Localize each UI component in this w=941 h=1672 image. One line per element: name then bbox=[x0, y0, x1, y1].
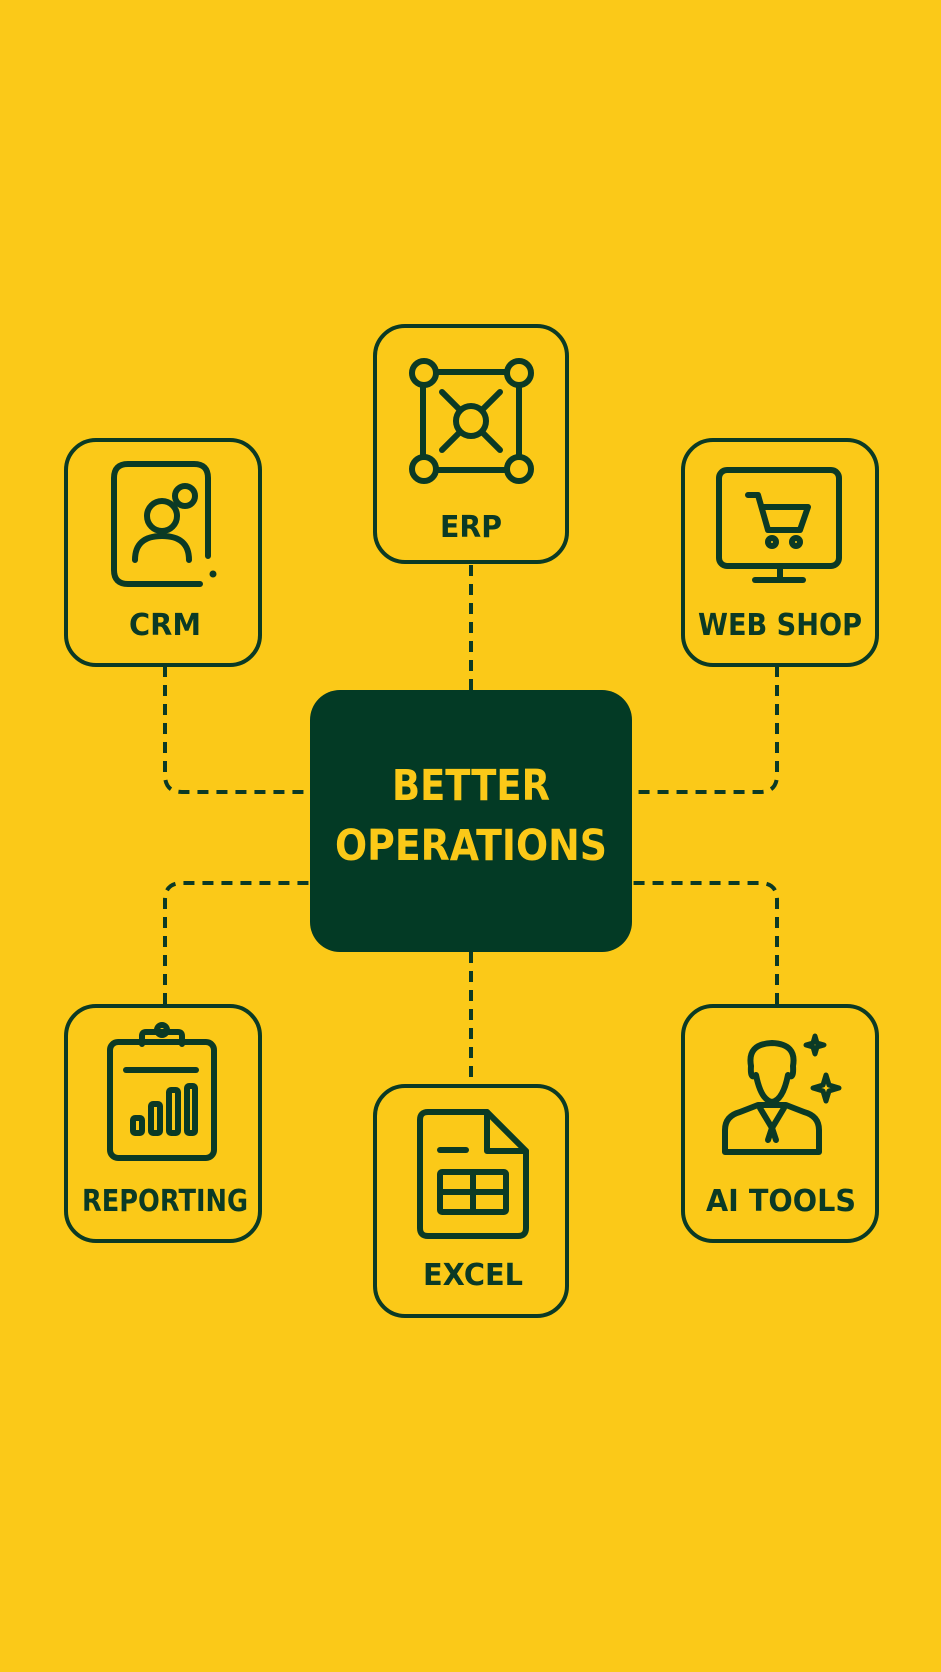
node-erp-box bbox=[373, 324, 569, 564]
node-web-shop: WEB SHOP bbox=[681, 438, 879, 667]
node-web-shop-label: WEB SHOP bbox=[698, 608, 862, 643]
connector-crm bbox=[163, 666, 310, 794]
node-ai-tools-box bbox=[681, 1004, 879, 1243]
connector-web-shop bbox=[632, 666, 779, 794]
center-node: BETTER OPERATIONS bbox=[310, 690, 632, 952]
node-reporting-box bbox=[64, 1004, 262, 1243]
connectors bbox=[163, 565, 779, 1085]
node-reporting: REPORTING bbox=[64, 1004, 262, 1243]
node-crm-label: CRM bbox=[129, 608, 201, 643]
shopping-cart-monitor-icon bbox=[716, 467, 842, 583]
connector-reporting bbox=[163, 881, 310, 1004]
person-sparkles-icon bbox=[722, 1040, 822, 1155]
node-erp: ERP bbox=[373, 324, 569, 564]
sparkles-icon bbox=[803, 1033, 842, 1104]
node-reporting-label: REPORTING bbox=[82, 1184, 248, 1219]
node-excel-box bbox=[373, 1084, 569, 1318]
node-web-shop-box bbox=[681, 438, 879, 667]
connector-ai-tools bbox=[632, 881, 779, 1004]
center-box bbox=[310, 690, 632, 952]
node-crm: CRM bbox=[64, 438, 262, 667]
node-ai-tools-label: AI TOOLS bbox=[706, 1184, 856, 1219]
network-nodes-icon bbox=[409, 358, 534, 484]
user-profile-icon bbox=[111, 461, 217, 587]
node-ai-tools: AI TOOLS bbox=[681, 1004, 879, 1243]
center-label-line2: OPERATIONS bbox=[335, 821, 607, 871]
node-excel: EXCEL bbox=[373, 1084, 569, 1318]
clipboard-bar-chart-icon bbox=[107, 1022, 217, 1161]
center-label-line1: BETTER bbox=[392, 761, 550, 811]
node-excel-label: EXCEL bbox=[423, 1258, 523, 1293]
node-crm-box bbox=[64, 438, 262, 667]
spreadsheet-file-icon bbox=[417, 1109, 529, 1239]
node-erp-label: ERP bbox=[440, 510, 502, 545]
